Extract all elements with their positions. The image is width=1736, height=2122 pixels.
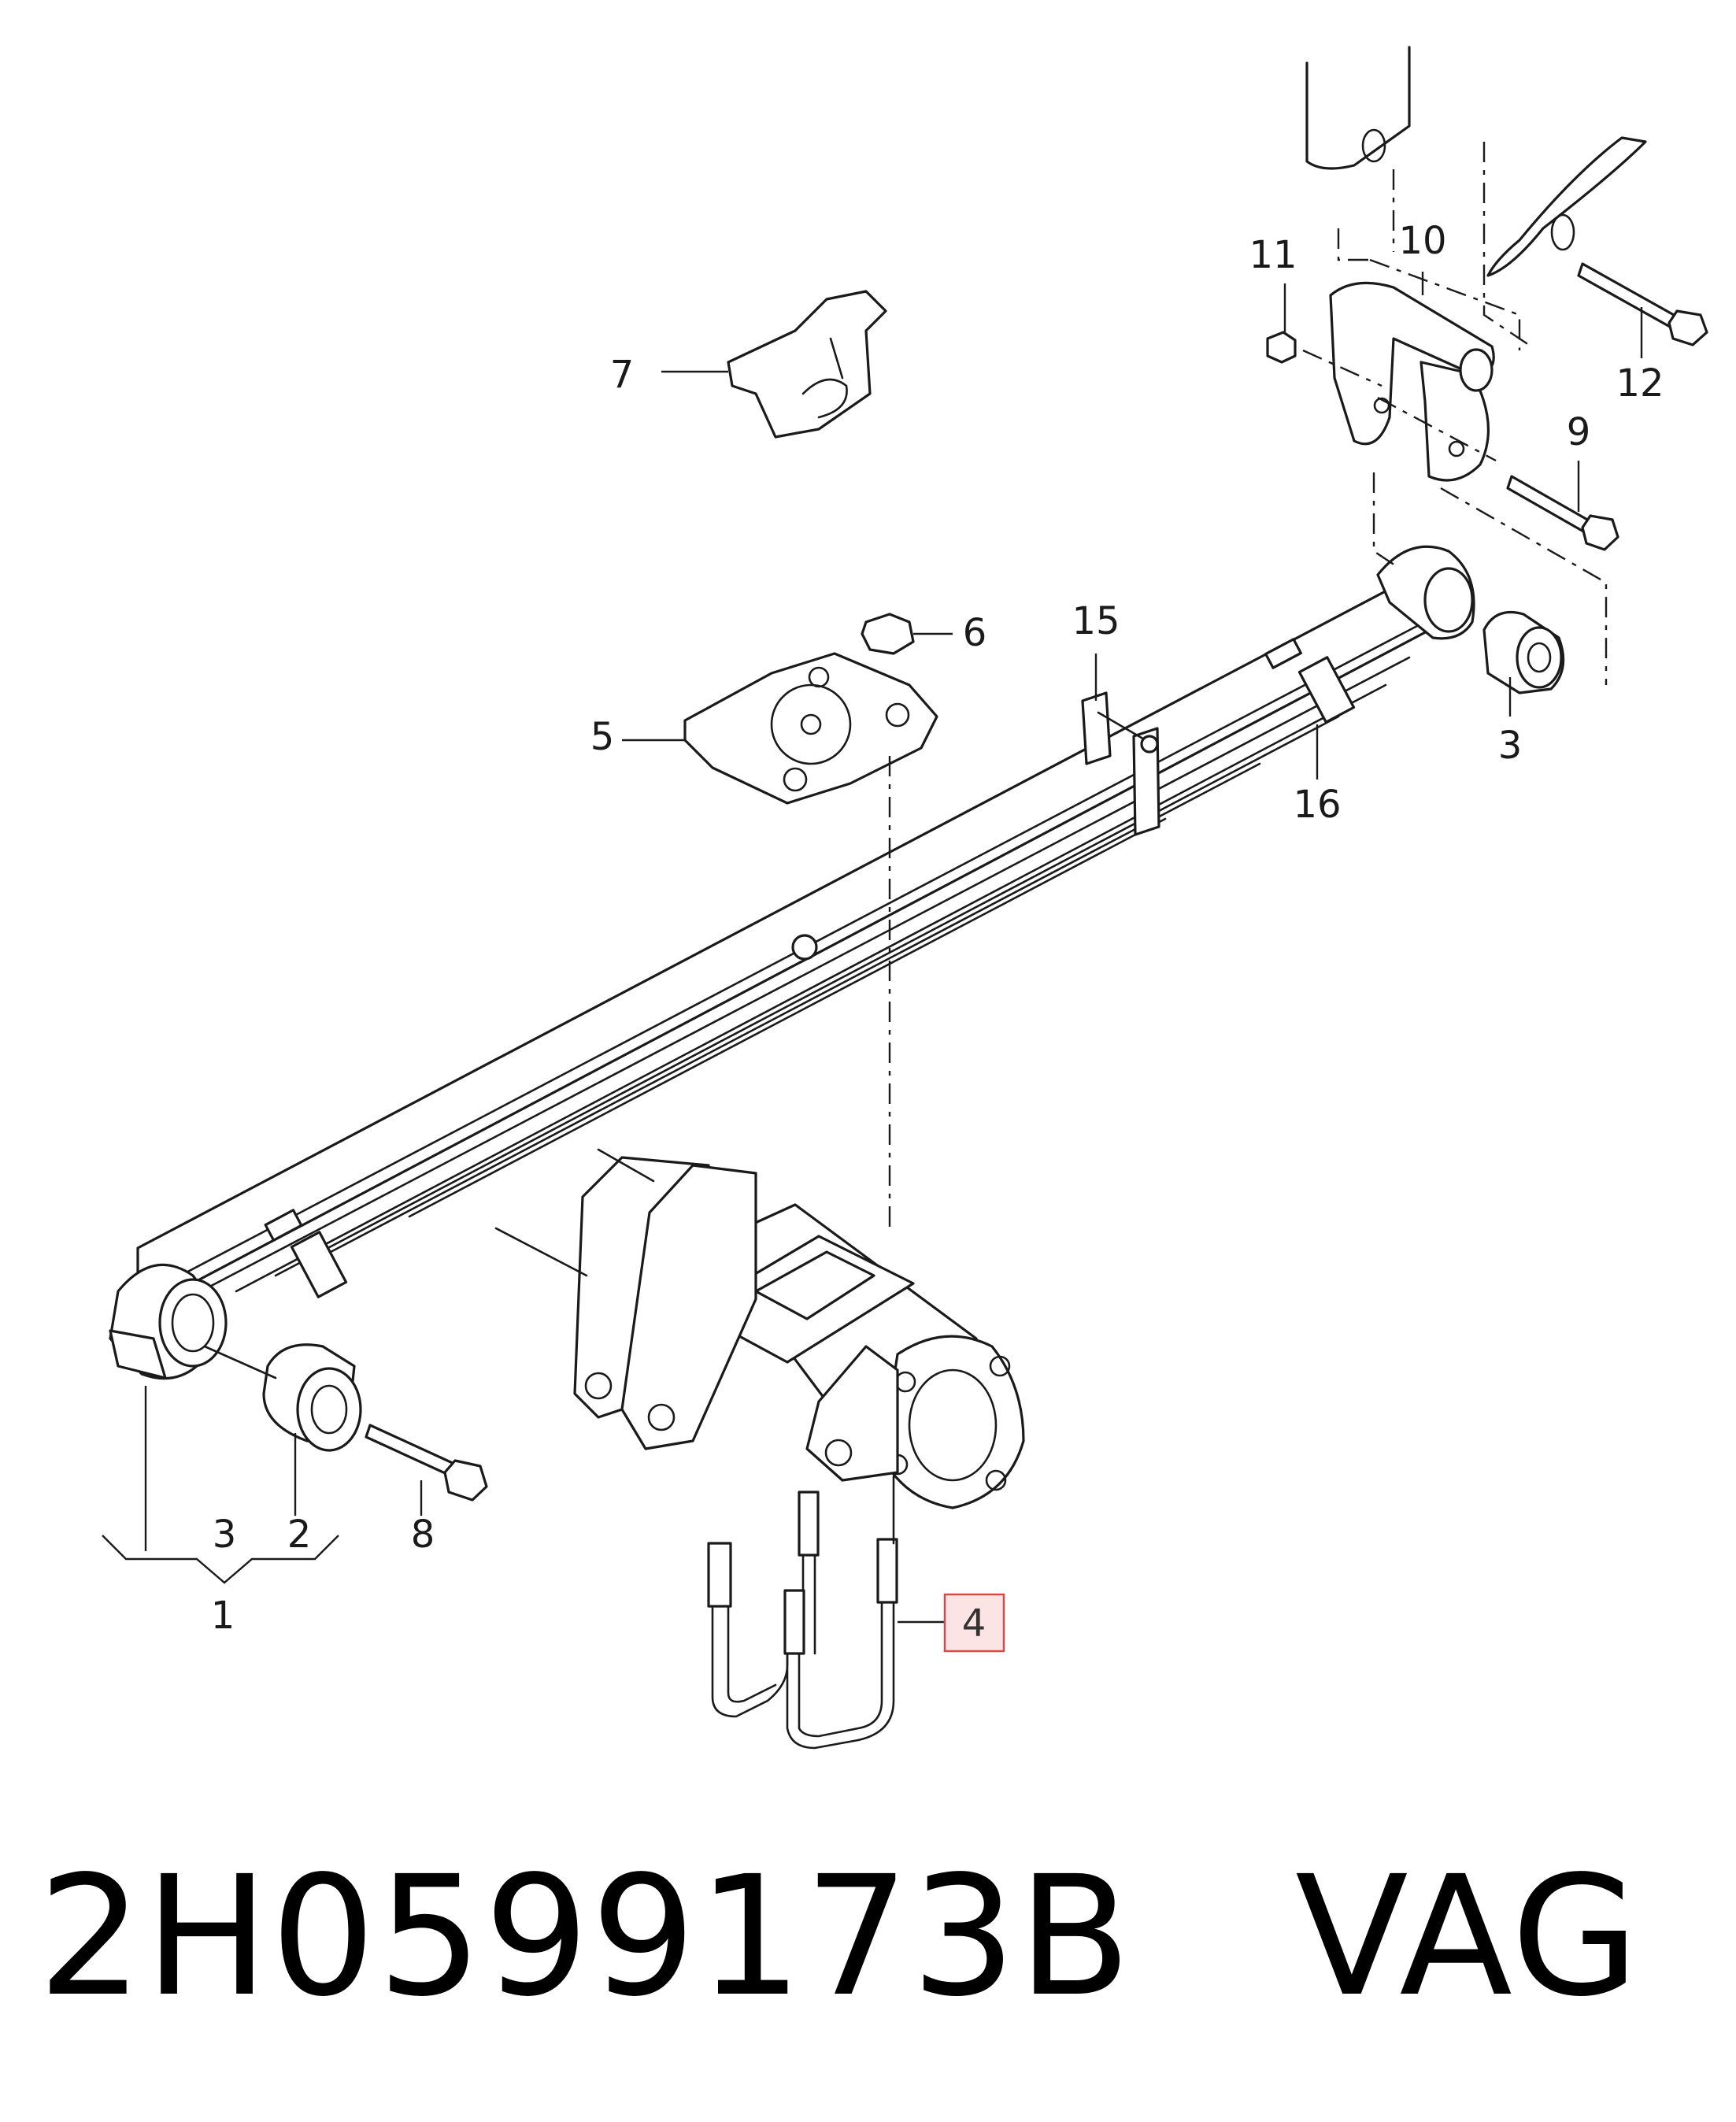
- brand-name: VAG: [1295, 1840, 1642, 2033]
- assembly-lines: [203, 142, 1608, 1545]
- frame-bracket: [1305, 46, 1647, 277]
- callout-6: 6: [963, 611, 987, 655]
- callout-10: 10: [1398, 219, 1446, 263]
- callout-5: 5: [590, 715, 615, 759]
- bolt-9: [1506, 475, 1619, 551]
- bushing-3-right: [1482, 610, 1565, 694]
- caption-spacer: [1133, 1840, 1295, 2033]
- callout-1: 1: [211, 1594, 235, 1638]
- part-number-caption: 2H0599173B VAG: [38, 1854, 1641, 2020]
- callout-3-right: 3: [1498, 724, 1523, 768]
- callout-2: 2: [287, 1513, 312, 1557]
- leaf-spring: [136, 577, 1446, 1298]
- callout-labels: 7 6 5 15 16 11 10 12 9 3 3 2 8 1 4: [211, 219, 1664, 1653]
- clamp-15: [1081, 691, 1160, 836]
- nut-6: [861, 613, 915, 655]
- callout-12: 12: [1616, 361, 1664, 406]
- callout-15: 15: [1072, 599, 1120, 643]
- part-number: 2H0599173B: [38, 1840, 1133, 2033]
- bushing-2: [262, 1343, 362, 1452]
- callout-9: 9: [1567, 410, 1591, 454]
- callout-16: 16: [1293, 783, 1341, 827]
- leader-lines: [102, 272, 1643, 1624]
- callout-8: 8: [411, 1513, 435, 1557]
- callout-3-left: 3: [213, 1513, 237, 1557]
- bracket-7: [727, 290, 887, 439]
- left-spring-eye: [109, 1263, 228, 1380]
- bolt-8: [365, 1424, 488, 1502]
- plate-5: [683, 652, 938, 805]
- axle-housing: [494, 1148, 1025, 1509]
- nut-11: [1266, 331, 1297, 364]
- callout-4-highlight: [943, 1593, 1005, 1653]
- shackle-10: [1329, 281, 1495, 482]
- callout-4: 4: [962, 1602, 986, 1646]
- callout-11: 11: [1249, 233, 1297, 277]
- right-spring-eye: [1376, 545, 1475, 640]
- bolt-12: [1577, 262, 1708, 346]
- u-bolts-4: [707, 1491, 898, 1750]
- callout-7: 7: [610, 353, 635, 397]
